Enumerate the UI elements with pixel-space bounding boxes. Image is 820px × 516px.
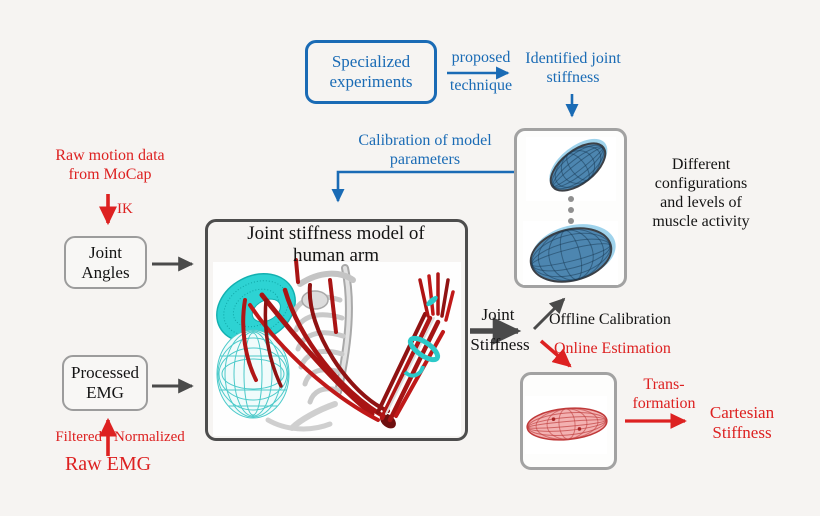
stiffness-label: Stiffness [470,335,530,354]
specialized-experiments-label: Specialized experiments [329,52,413,91]
offline-calibration-label: Offline Calibration [549,311,671,328]
identified-joint-stiffness-label: Identified joint stiffness [525,50,621,86]
online-estimation-label: Online Estimation [554,340,671,357]
joint-stiffness-model-box [205,219,468,441]
processed-emg-label: Processed EMG [71,363,139,402]
transformation-line1: Trans- [643,376,685,393]
cartesian-stiffness-label: Cartesian Stiffness [709,403,775,443]
processed-emg-box: Processed EMG [62,355,148,411]
filtered-label: Filtered [55,429,102,445]
technique-label: technique [449,77,513,94]
specialized-experiments-box: Specialized experiments [305,40,437,104]
calibration-arrow [331,170,514,203]
raw-emg-label: Raw EMG [64,453,152,475]
joint-label: Joint [481,305,515,324]
model-title: Joint stiffness model of human arm [247,223,425,267]
raw-motion-data-label: Raw motion data from MoCap [55,147,165,183]
transformation-line2: formation [632,394,696,412]
stiffness-ellipsoids-box [514,128,627,288]
cartesian-ellipsoid-box [520,372,617,470]
normalized-label: Normalized [114,429,185,445]
calibration-label: Calibration of model parameters [358,132,492,168]
proposed-label: proposed [451,49,511,66]
transformation-label: Trans- formation [624,376,704,414]
ik-label: IK [117,201,133,217]
different-configurations-label: Different configurations and levels of m… [652,156,750,230]
joint-angles-label: Joint Angles [81,242,130,282]
joint-angles-box: Joint Angles [64,236,147,289]
